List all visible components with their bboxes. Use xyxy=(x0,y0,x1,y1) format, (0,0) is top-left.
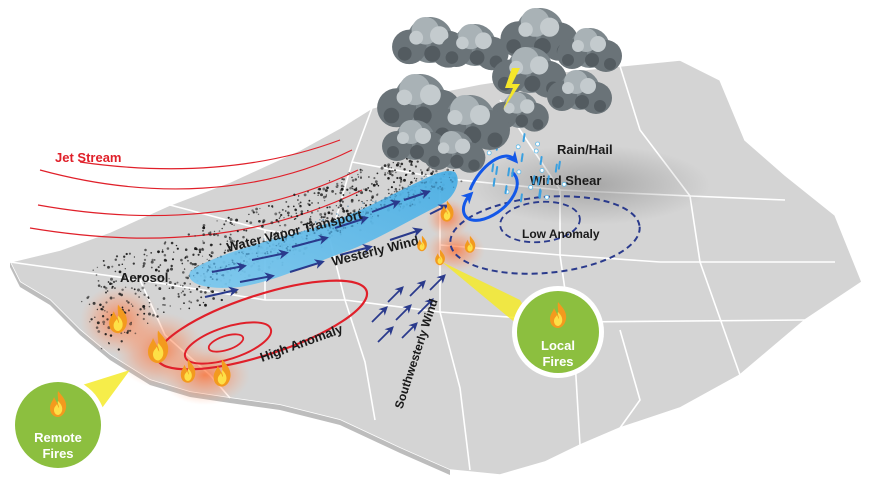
low-anomaly-label: Low Anomaly xyxy=(522,227,600,241)
lightning-icon xyxy=(503,68,520,110)
low-anomaly-contours xyxy=(449,195,641,275)
wind-shear-loop xyxy=(460,150,519,222)
remote-fires-line2: Fires xyxy=(42,446,73,461)
remote-fires-line1: Remote xyxy=(34,430,82,445)
southwesterly-wind-arrows xyxy=(371,274,446,343)
jet-stream-label: Jet Stream xyxy=(55,150,121,165)
rain-hail-label: Rain/Hail xyxy=(557,142,613,157)
fire-glow xyxy=(160,345,250,405)
local-fires-line2: Fires xyxy=(542,354,573,369)
local-fires-line1: Local xyxy=(541,338,575,353)
local-fires-badge: Local Fires xyxy=(512,286,604,378)
remote-fires-badge: Remote Fires xyxy=(10,377,106,473)
storm-shadow xyxy=(470,145,710,225)
aerosol-label: Aerosol xyxy=(120,270,168,285)
